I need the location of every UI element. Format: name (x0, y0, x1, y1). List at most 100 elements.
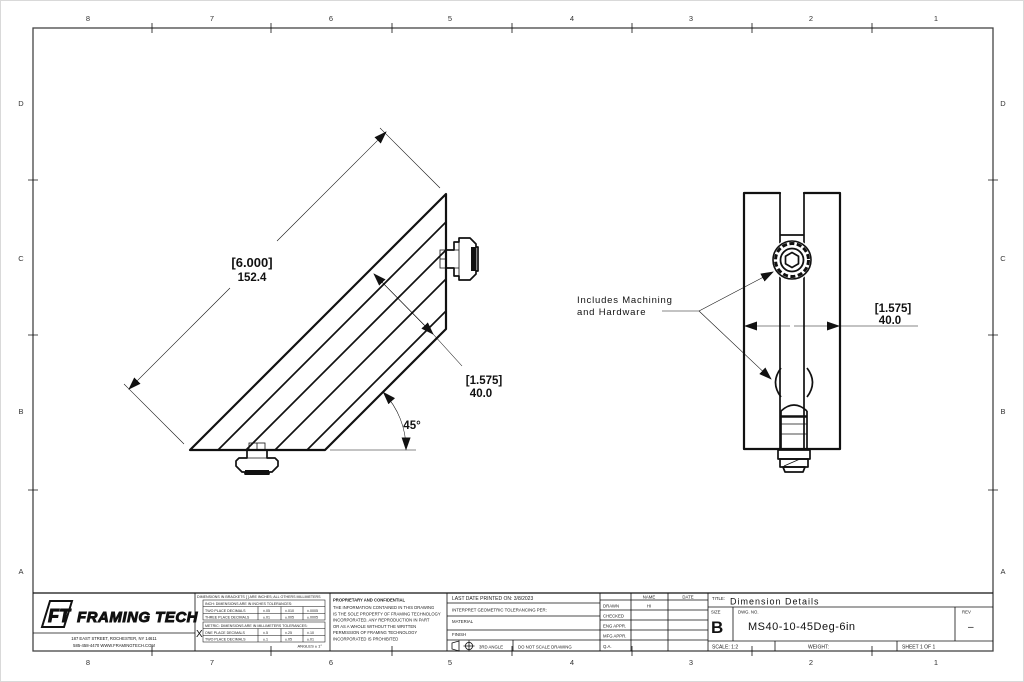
title-block: FT FRAMING TECH 187 EAST STREET, ROCHEST… (33, 592, 993, 652)
tol-row-label: ONE PLACE DECIMALS (205, 631, 246, 635)
third-angle-label: 3RD ANGLE (479, 644, 503, 649)
side-view-length-dimension: [6.000] 152.4 (123, 127, 441, 445)
front-view-width-dimension: [1.575] 40.0 (744, 303, 918, 331)
front-view-bolt-head (771, 239, 813, 281)
leader-line (432, 333, 463, 367)
length-dim-mm: 152.4 (238, 272, 267, 284)
date-header: DATE (682, 595, 693, 600)
approvals-grid: NAME DATE DRAWN HI CHECKED ENG APPR. MFG… (603, 595, 694, 650)
metric-check-mark: X (196, 629, 203, 640)
width-dim-inch: [1.575] (466, 375, 503, 387)
zone-col-top-6: 6 (329, 14, 333, 23)
zone-col-bot-7: 7 (210, 658, 214, 667)
zone-col-bot-4: 4 (570, 658, 574, 667)
proprietary-line: INCORPORATED IS PROHIBITED (333, 637, 398, 642)
extension-line (379, 127, 441, 189)
note-line-2: and Hardware (577, 307, 646, 318)
approval-row-label: MFG APPR. (603, 634, 626, 639)
interpret-geometric: INTERPRET GEOMETRIC TOLERANCING PER: (452, 608, 547, 613)
rev-value: – (968, 622, 974, 633)
tol-cell: ±.010 (285, 609, 294, 613)
third-angle-projection-icon (451, 640, 475, 652)
front-view-note: Includes Machining and Hardware (577, 271, 774, 380)
tol-cell: ±.005 (285, 616, 294, 620)
size-label: SIZE (711, 610, 721, 615)
scale-value: SCALE: 1:2 (712, 645, 738, 651)
tol-cell: ±.1 (263, 638, 268, 642)
side-view-top-fastener (439, 237, 479, 281)
zone-ticks (28, 23, 998, 656)
length-dim-inch: [6.000] (231, 255, 272, 270)
tol-metric-header: METRIC: DIMENSIONS ARE IN MILLIMETERS TO… (205, 624, 308, 628)
size-value: B (711, 618, 723, 637)
zone-row-left-c: C (18, 254, 24, 263)
front-width-dim-inch: [1.575] (875, 303, 912, 315)
tolerance-table: DIMENSIONS IN BRACKETS [ ] ARE INCHES; A… (196, 595, 326, 649)
zone-col-top-5: 5 (448, 14, 452, 23)
zone-col-top-1: 1 (934, 14, 938, 23)
angles-tolerance: ANGLES ± 1° (298, 644, 323, 649)
note-line-1: Includes Machining (577, 295, 673, 306)
tol-cell: ±.10 (307, 631, 314, 635)
sheet-value: SHEET 1 OF 1 (902, 645, 935, 651)
tol-row-label: THREE PLACE DECIMALS (205, 616, 250, 620)
approval-row-label: DRAWN (603, 604, 619, 609)
tol-cell: ±.25 (285, 631, 292, 635)
front-width-dim-mm: 40.0 (879, 315, 901, 327)
logo-cell: FT FRAMING TECH 187 EAST STREET, ROCHEST… (40, 600, 199, 648)
tolerance-note: DIMENSIONS IN BRACKETS [ ] ARE INCHES; A… (197, 595, 321, 599)
leader-arrow-2 (698, 310, 772, 380)
extension-line (123, 383, 185, 445)
zone-col-bot-2: 2 (809, 658, 813, 667)
dimension-line (375, 275, 434, 335)
weight-label: WEIGHT: (808, 645, 829, 651)
logo-ft-box (40, 600, 74, 628)
tol-cell: ±.5 (263, 631, 268, 635)
zone-col-top-2: 2 (809, 14, 813, 23)
zone-row-right-d: D (1000, 99, 1006, 108)
proprietary-title: PROPRIETARY AND CONFIDENTIAL (333, 598, 406, 603)
tol-row-label: TWO PLACE DECIMALS (205, 638, 246, 642)
drawing-title: Dimension Details (730, 597, 820, 607)
zone-col-bot-8: 8 (86, 658, 90, 667)
proprietary-line: PERMISSION OF FRAMING TECHNOLOGY (333, 630, 417, 635)
width-dim-mm: 40.0 (470, 388, 492, 400)
tol-inch-header: INCH: DIMENSIONS ARE IN INCHES TOLERANCE… (205, 602, 292, 606)
zone-col-bot-3: 3 (689, 658, 693, 667)
tol-cell: ±.0005 (307, 616, 318, 620)
angle-dim-label: 45° (403, 420, 421, 432)
material-label: MATERIAL (452, 619, 474, 624)
side-view-width-dimension: [1.575] 40.0 (373, 273, 503, 400)
info-cells: LAST DATE PRINTED ON: 3/8/2023 INTERPRET… (451, 596, 572, 652)
front-view-lower-bolt (774, 367, 814, 473)
tol-cell: ±.0005 (307, 609, 318, 613)
side-view-outline (188, 192, 448, 452)
tol-cell: ±.01 (307, 638, 314, 642)
approval-name: HI (647, 604, 651, 609)
zone-labels: 8 7 6 5 4 3 2 1 8 7 6 5 4 3 2 1 D C B A … (18, 14, 1006, 667)
do-not-scale: DO NOT SCALE DRAWING (518, 644, 572, 649)
logo-name-text: FRAMING TECH (77, 609, 199, 626)
proprietary-line: OR AS A WHOLE WITHOUT THE WRITTEN (333, 624, 416, 629)
side-view: [6.000] 152.4 [1.575] 40.0 45° (123, 127, 503, 475)
approval-row-label: ENG APPR. (603, 624, 626, 629)
proprietary-cell: PROPRIETARY AND CONFIDENTIAL THE INFORMA… (333, 598, 441, 642)
zone-col-bot-6: 6 (329, 658, 333, 667)
rev-label: REV (962, 610, 971, 615)
tol-cell: ±.05 (285, 638, 292, 642)
zone-row-right-c: C (1000, 254, 1006, 263)
hex-socket (784, 251, 800, 269)
title-label: TITLE: (712, 596, 725, 601)
front-view: [1.575] 40.0 Includes Machining and Hard… (577, 191, 918, 473)
zone-row-right-b: B (1000, 407, 1005, 416)
side-view-bottom-fastener (235, 442, 279, 475)
approval-row-label: CHECKED (603, 614, 624, 619)
zone-row-left-b: B (18, 407, 23, 416)
title-area: TITLE: Dimension Details SIZE B DWG. NO.… (711, 596, 974, 651)
dimension-line (128, 287, 231, 390)
zone-row-right-a: A (1000, 567, 1005, 576)
front-view-outline (742, 191, 842, 451)
dimension-line (276, 131, 387, 242)
